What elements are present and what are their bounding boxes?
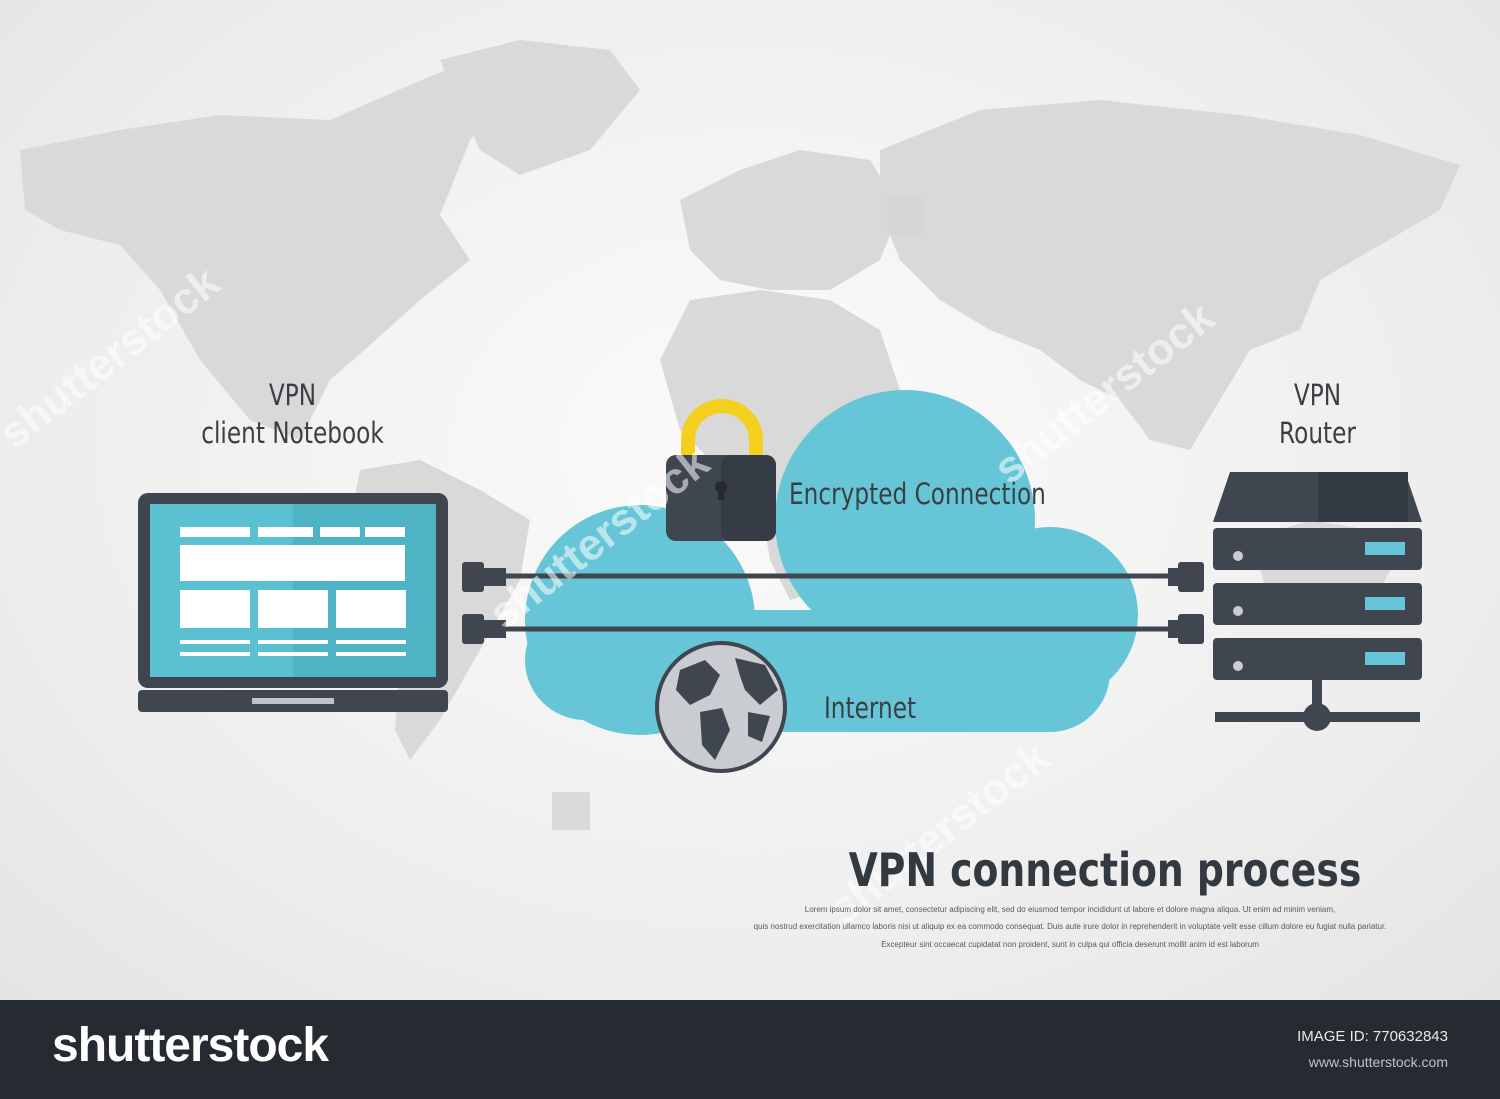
lock-icon [666, 399, 776, 541]
router-label-line2: Router [1279, 416, 1356, 450]
page-title: VPN connection process [848, 843, 1362, 897]
client-label-line1: VPN [268, 378, 317, 412]
body-text-line: Lorem ipsum dolor sit amet, consectetur … [804, 905, 1336, 914]
watermark-mark [887, 196, 925, 234]
footer-url[interactable]: www.shutterstock.com [1308, 1054, 1448, 1070]
laptop-icon [138, 493, 448, 712]
infographic-canvas: shutterstock shutterstock shutterstock s… [0, 0, 1500, 1000]
router-label-line1: VPN [1293, 378, 1342, 412]
globe-icon [655, 641, 787, 773]
footer-logo[interactable]: shutterstock [52, 1019, 329, 1072]
internet-label: Internet [823, 691, 917, 725]
client-label-line2: client Notebook [201, 416, 384, 450]
server-icon [1213, 472, 1422, 731]
vpn-diagram [20, 40, 1460, 773]
body-text-line: Excepteur sint occaecat cupidatat non pr… [881, 940, 1259, 949]
client-notebook-label: VPN client Notebook [179, 376, 407, 452]
network-cable-icon [462, 562, 1204, 644]
image-id: IMAGE ID: 770632843 [1297, 1028, 1448, 1045]
body-text-line: quis nostrud exercitation ullamco labori… [753, 922, 1387, 931]
watermark-mark [552, 792, 590, 830]
router-label: VPN Router [1236, 376, 1400, 452]
footer-bar: shutterstock IMAGE ID: 770632843 www.shu… [0, 1000, 1500, 1099]
encrypted-connection-label: Encrypted Connection [789, 477, 1046, 511]
